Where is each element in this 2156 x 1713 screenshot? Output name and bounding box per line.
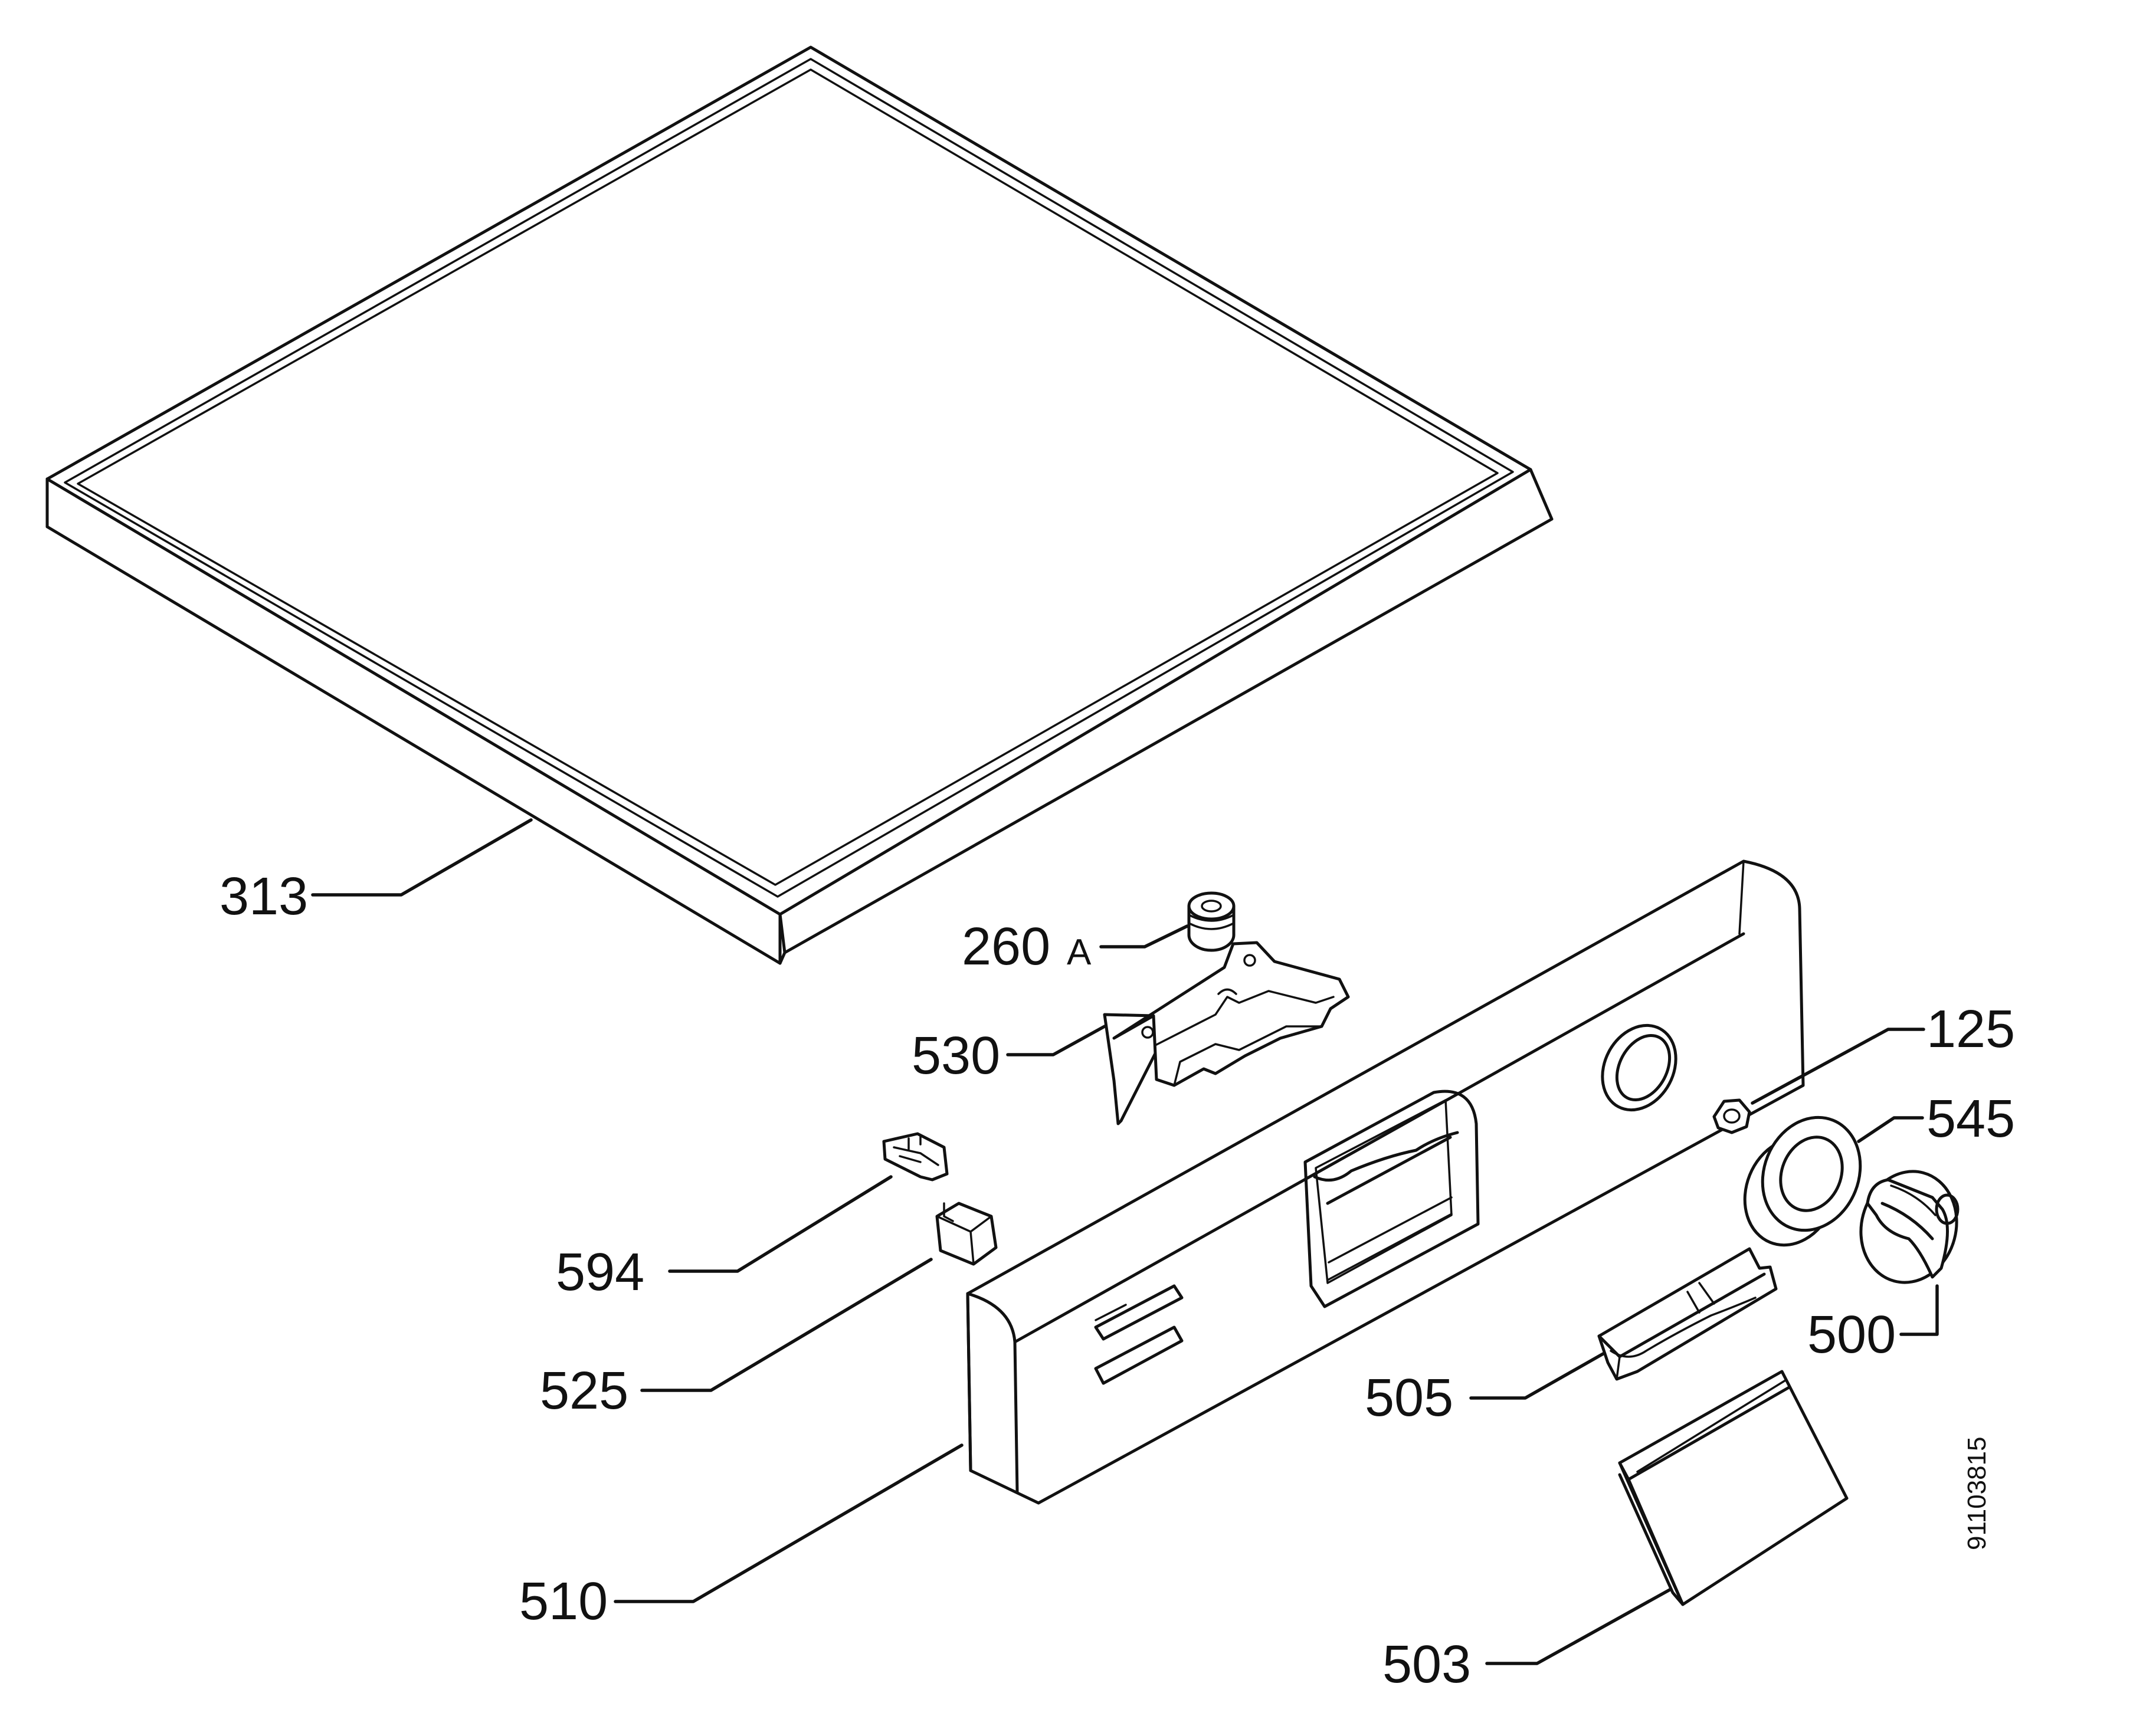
- label-594: 594: [556, 1243, 644, 1302]
- leader-525: [640, 1258, 933, 1392]
- label-125: 125: [1926, 1000, 2015, 1059]
- part-594-clip: [882, 1132, 949, 1182]
- leader-545: [1857, 1116, 1924, 1143]
- leader-313: [311, 818, 533, 897]
- label-313: 313: [219, 867, 308, 926]
- leader-125: [1751, 1028, 1925, 1105]
- leader-500: [1899, 1284, 1939, 1336]
- leader-503: [1485, 1588, 1672, 1665]
- part-503-flap: [1618, 1370, 1849, 1606]
- label-510: 510: [519, 1572, 608, 1631]
- leader-530: [1006, 1025, 1106, 1056]
- label-525: 525: [540, 1361, 628, 1420]
- leader-594: [668, 1175, 893, 1273]
- label-530: 530: [912, 1026, 1000, 1085]
- part-510-control-panel: [966, 859, 1805, 1505]
- part-260A-bush: [1187, 891, 1236, 952]
- leader-510: [614, 1443, 964, 1603]
- leader-260A: [1099, 924, 1189, 949]
- label-500: 500: [1807, 1305, 1896, 1364]
- drawing-code: 91103815: [1962, 1437, 1991, 1551]
- part-500-knob: [1859, 1170, 1960, 1284]
- label-545: 545: [1926, 1090, 2015, 1148]
- label-505: 505: [1365, 1369, 1453, 1427]
- part-525-cap: [935, 1202, 998, 1266]
- label-503: 503: [1382, 1635, 1471, 1694]
- part-545-ring: [1743, 1115, 1862, 1247]
- part-505-insert: [1597, 1247, 1778, 1381]
- part-530-bracket: [1103, 941, 1350, 1125]
- leader-lines: [311, 818, 1939, 1665]
- part-125-nut: [1712, 1098, 1751, 1134]
- label-260A-suffix: A: [1067, 932, 1092, 973]
- leader-505: [1469, 1352, 1605, 1400]
- part-313-top-cover: [45, 45, 1554, 965]
- label-260A: 260: [962, 917, 1050, 976]
